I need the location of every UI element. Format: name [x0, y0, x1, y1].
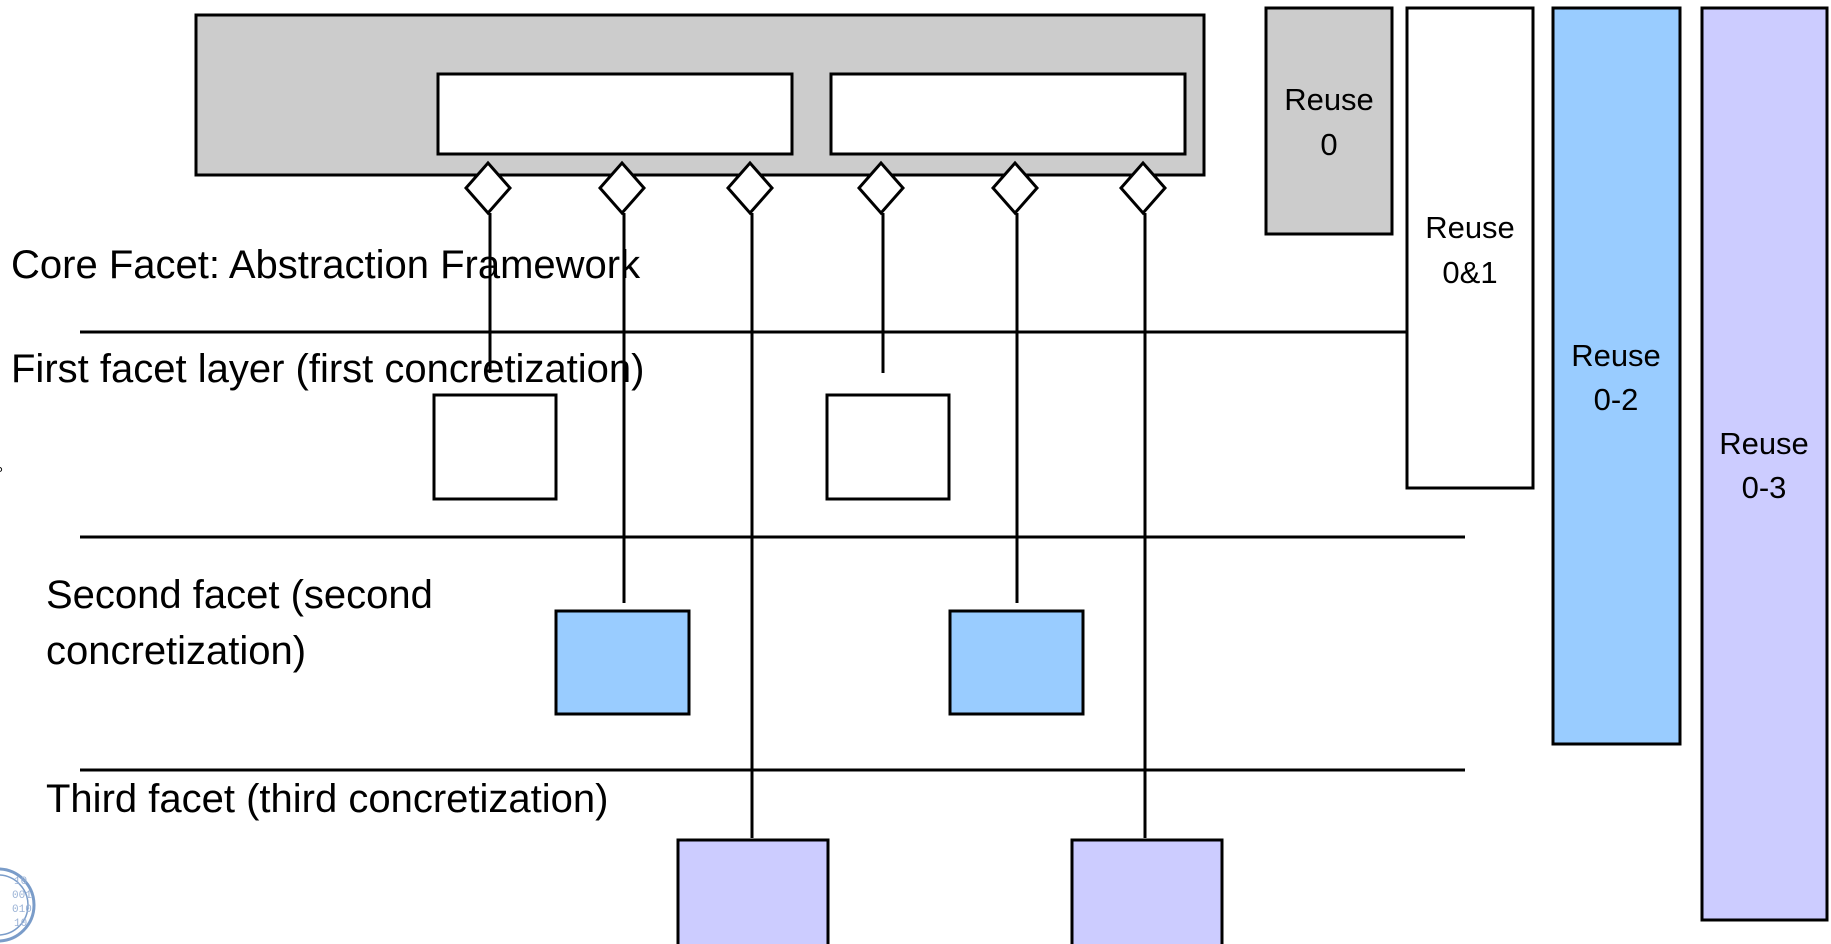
first-facet-box-right [825, 393, 951, 501]
reuse-01-box [1405, 6, 1535, 490]
second-facet-box-right [948, 609, 1085, 716]
edge-artifact-mark: ° [0, 464, 3, 484]
reuse-01-label-line2: 0&1 [1442, 255, 1497, 290]
framework-slot-left [436, 72, 794, 156]
second-facet-label-line2: concretization) [46, 629, 306, 673]
reuse-01-label-line1: Reuse [1425, 210, 1515, 245]
core-facet-label: Core Facet: Abstraction Framework [11, 243, 641, 287]
hook-diamond-5 [991, 160, 1039, 216]
svg-text:010: 010 [12, 904, 32, 916]
first-facet-label: First facet layer (first concretization) [11, 347, 645, 391]
framework-slot-right [829, 72, 1187, 156]
reuse-03-label-line2: 0-3 [1742, 470, 1787, 505]
hook-diamond-3 [726, 160, 774, 216]
reuse-03-label-line1: Reuse [1719, 426, 1809, 461]
reuse-03-box [1700, 6, 1829, 922]
svg-text:10: 10 [14, 918, 27, 930]
hook-diamond-4 [857, 160, 905, 216]
reuse-0-label-line2: 0 [1320, 127, 1337, 162]
svg-text:10: 10 [14, 876, 27, 888]
hook-diamond-2 [598, 160, 646, 216]
second-facet-label-line1: Second facet (second [46, 573, 433, 617]
reuse-02-box [1551, 6, 1682, 746]
hook-diamond-1 [464, 160, 512, 216]
reuse-02-label-line1: Reuse [1571, 338, 1661, 373]
reuse-0-box [1264, 6, 1394, 236]
hook-diamond-6 [1119, 160, 1167, 216]
svg-text:001: 001 [12, 890, 32, 902]
second-facet-box-left [554, 609, 691, 716]
university-logo: 10 001 010 10 [0, 867, 36, 943]
third-facet-label: Third facet (third concretization) [46, 777, 608, 821]
first-facet-box-left [432, 393, 558, 501]
third-facet-box-right [1070, 838, 1224, 944]
reuse-0-label-line1: Reuse [1284, 82, 1374, 117]
third-facet-box-left [676, 838, 830, 944]
reuse-02-label-line2: 0-2 [1594, 382, 1639, 417]
